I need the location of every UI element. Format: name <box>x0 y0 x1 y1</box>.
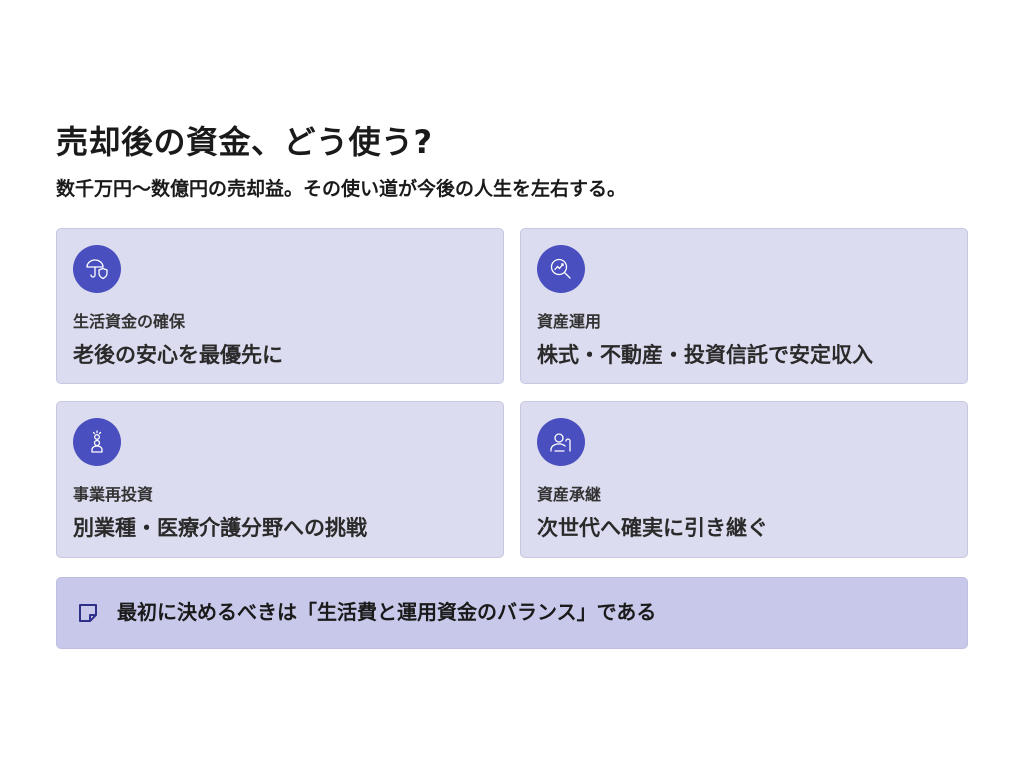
umbrella-shield-icon <box>73 245 121 293</box>
card-business-reinvestment: 事業再投資 別業種・医療介護分野への挑戦 <box>56 401 504 558</box>
card-text: 次世代へ確実に引き継ぐ <box>537 516 768 540</box>
card-label: 生活資金の確保 <box>73 312 186 331</box>
magnifier-chart-icon <box>537 245 585 293</box>
card-living-funds: 生活資金の確保 老後の安心を最優先に <box>56 228 504 384</box>
card-label: 資産承継 <box>537 485 602 504</box>
businessperson-idea-icon <box>73 418 121 466</box>
key-point-callout: 最初に決めるべきは「生活費と運用資金のバランス」である <box>56 577 968 649</box>
card-text: 株式・不動産・投資信託で安定収入 <box>537 343 873 367</box>
card-label: 事業再投資 <box>73 485 154 504</box>
card-label: 資産運用 <box>537 312 602 331</box>
card-asset-management: 資産運用 株式・不動産・投資信託で安定収入 <box>520 228 968 384</box>
sticky-note-icon <box>79 604 97 622</box>
card-text: 老後の安心を最優先に <box>73 343 283 367</box>
page-title: 売却後の資金、どう使う? <box>56 123 433 161</box>
card-asset-succession: 資産承継 次世代へ確実に引き継ぐ <box>520 401 968 558</box>
elderly-person-cane-icon <box>537 418 585 466</box>
callout-text: 最初に決めるべきは「生活費と運用資金のバランス」である <box>117 600 657 624</box>
card-text: 別業種・医療介護分野への挑戦 <box>73 516 367 540</box>
page-subtitle: 数千万円〜数億円の売却益。その使い道が今後の人生を左右する。 <box>56 178 627 200</box>
